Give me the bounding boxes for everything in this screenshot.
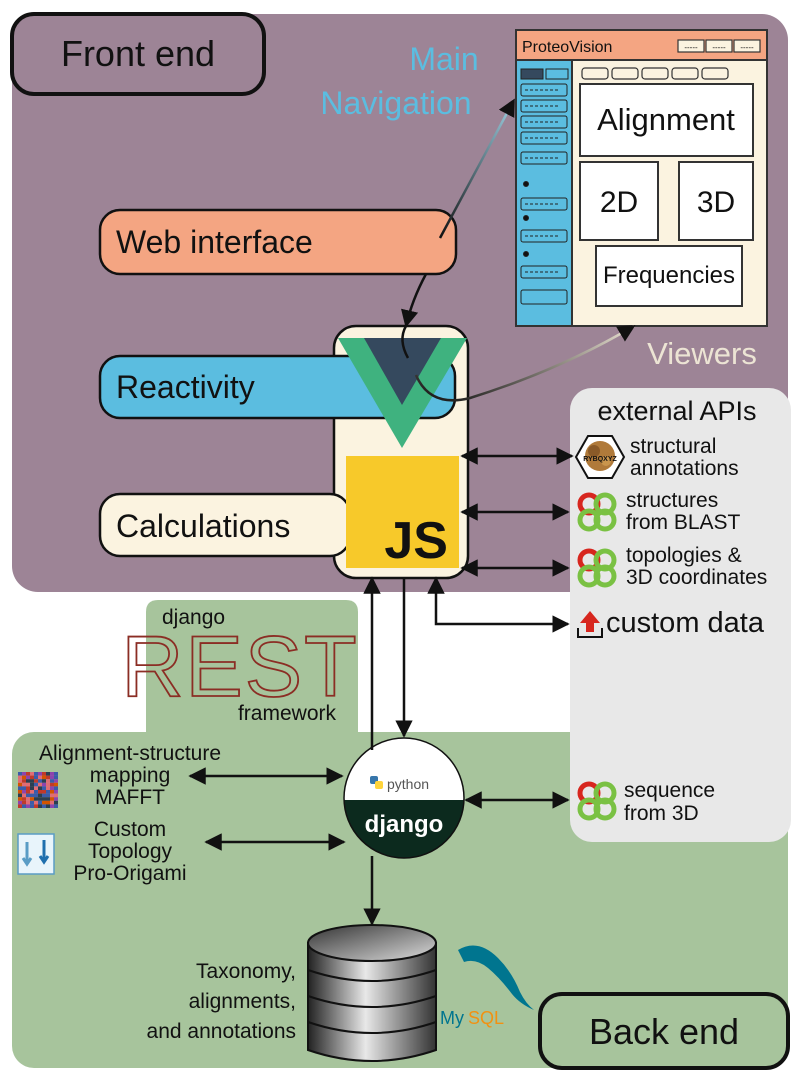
main-navigation-label-line1: Main: [409, 41, 478, 77]
database-line1: Taxonomy,: [196, 960, 296, 983]
mysql-dolphin-icon: [458, 945, 534, 1010]
sidebar-bullet: [523, 251, 529, 257]
python-django-logo: [343, 737, 465, 859]
tool-2-line1: Custom: [94, 818, 166, 841]
database-line2: alignments,: [189, 990, 296, 1013]
2d-panel-label: 2D: [600, 186, 638, 219]
api-item-3-line1: topologies &: [626, 544, 742, 567]
sidebar-field[interactable]: [520, 131, 568, 145]
frequencies-panel-label: Frequencies: [603, 262, 735, 289]
tab-4[interactable]: [671, 67, 699, 80]
rest-framework-region: [146, 600, 358, 732]
sidebar-control[interactable]: [520, 68, 544, 80]
frequencies-panel: [595, 245, 743, 307]
calculations-label: Calculations: [116, 508, 290, 544]
sidebar-field[interactable]: [520, 265, 568, 279]
sidebar-field[interactable]: [520, 99, 568, 113]
web-interface-label: Web interface: [116, 224, 313, 260]
arrow-web-to-vue: [401, 273, 428, 328]
alignment-panel-label: Alignment: [597, 102, 735, 137]
frontend-title-box: [10, 12, 266, 96]
window-button-1[interactable]: [677, 39, 705, 53]
external-apis-region: [570, 388, 791, 842]
upload-icon: [577, 611, 603, 638]
sequence-from-3d-line1: sequence: [624, 779, 715, 802]
django-label: django: [365, 811, 444, 838]
database-line3: and annotations: [147, 1020, 296, 1043]
tool-2-line2: Topology: [88, 840, 173, 863]
tool-1-line3: MAFFT: [95, 786, 165, 809]
rcsb-icon-text: RYBQXYZ: [583, 456, 617, 463]
arrow-vue-loop: [401, 325, 410, 359]
sidebar-field[interactable]: [520, 151, 568, 165]
mysql-logo-my: My: [440, 1008, 464, 1028]
window-button-2-label: -----: [712, 43, 726, 52]
sidebar-field[interactable]: [520, 229, 568, 243]
api-item-3-line2: 3D coordinates: [626, 566, 767, 589]
api-item-2-line2: from BLAST: [626, 511, 741, 534]
rest-framework-label: framework: [238, 702, 337, 725]
3d-panel: [678, 161, 754, 241]
python-icon: [370, 776, 383, 789]
sidebar-field[interactable]: [520, 115, 568, 129]
js-logo-text: JS: [384, 512, 448, 570]
rest-logo-text: REST: [121, 619, 358, 715]
pdbe-logo-icon: [577, 492, 617, 532]
api-item-1-line2: annotations: [630, 457, 739, 480]
api-item-1-line1: structural: [630, 435, 716, 458]
sidebar-field[interactable]: [520, 197, 568, 211]
proteovision-window: ProteoVision ----- ----- ----- Alignment…: [515, 29, 768, 327]
tool-2-line3: Pro-Origami: [73, 862, 186, 885]
api-item-2-line1: structures: [626, 489, 718, 512]
window-button-3-label: -----: [740, 43, 754, 52]
js-logo-icon: [346, 456, 459, 568]
rest-django-label: django: [162, 606, 225, 629]
window-button-2[interactable]: [705, 39, 733, 53]
connection-arrows: [188, 98, 636, 926]
arrow-viewers: [414, 324, 636, 402]
main-navigation-label-line2: Navigation: [320, 85, 471, 121]
pdbe-logo-icon: [577, 781, 617, 821]
vue-logo-icon: [338, 338, 467, 448]
web-interface-box: [98, 208, 458, 276]
window-button-1-label: -----: [684, 43, 698, 52]
rcsb-hexagon-icon: [574, 435, 626, 479]
tab-1[interactable]: [581, 67, 609, 80]
arrow-main-navigation: [438, 98, 516, 239]
window-button-3[interactable]: [733, 39, 761, 53]
backend-title: Back end: [589, 1011, 739, 1052]
sequence-from-3d-line2: from 3D: [624, 802, 699, 825]
sidebar-bullet: [523, 215, 529, 221]
tab-3[interactable]: [641, 67, 669, 80]
tool-1-line1: Alignment-structure: [39, 742, 221, 765]
alignment-panel: [579, 83, 754, 157]
window-title: ProteoVision: [522, 39, 612, 56]
pro-origami-icon: [17, 833, 55, 875]
2d-panel: [579, 161, 659, 241]
3d-panel-label: 3D: [697, 186, 735, 219]
custom-data-label: custom data: [606, 607, 765, 639]
viewers-label: Viewers: [647, 336, 757, 371]
tool-1-line2: mapping: [90, 764, 171, 787]
tab-5[interactable]: [701, 67, 729, 80]
mafft-alignment-icon: [18, 772, 58, 808]
sidebar-control[interactable]: [545, 68, 569, 80]
pdbe-logo-icon: [577, 548, 617, 588]
backend-title-box: [538, 992, 790, 1070]
arrow-js-custom-data: [427, 576, 570, 633]
sidebar-field[interactable]: [520, 83, 568, 97]
database-icon: [307, 924, 437, 1062]
sidebar-bullet: [523, 181, 529, 187]
sidebar-field[interactable]: [520, 289, 568, 305]
frontend-title: Front end: [61, 33, 215, 74]
mysql-logo-sql: SQL: [468, 1008, 504, 1028]
tab-2[interactable]: [611, 67, 639, 80]
reactivity-label: Reactivity: [116, 369, 255, 405]
python-label: python: [387, 776, 429, 792]
external-apis-title: external APIs: [597, 396, 756, 426]
